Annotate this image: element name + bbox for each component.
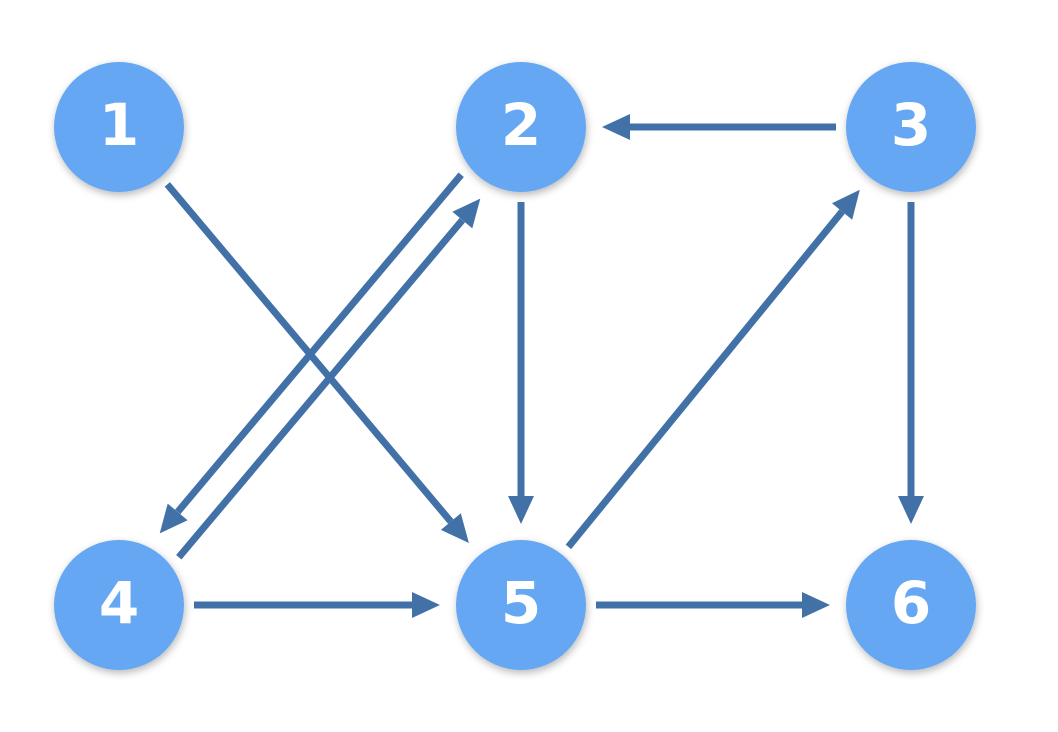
arrowhead — [452, 198, 481, 229]
arrowhead — [412, 592, 440, 618]
arrowhead — [159, 503, 188, 534]
node-2: 2 — [456, 62, 586, 192]
node-5: 5 — [456, 540, 586, 670]
node-label: 6 — [891, 569, 931, 637]
node-circle — [846, 62, 976, 192]
node-4: 4 — [54, 540, 184, 670]
node-label: 1 — [99, 91, 139, 159]
edge-5-to-6 — [596, 592, 830, 618]
edge-2-to-4 — [159, 172, 464, 534]
arrowhead — [802, 592, 830, 618]
node-circle — [456, 540, 586, 670]
arrowhead — [602, 114, 630, 140]
node-circle — [54, 540, 184, 670]
node-1: 1 — [54, 62, 184, 192]
edge-3-to-6 — [898, 202, 924, 524]
edge-line — [176, 217, 465, 560]
node-6: 6 — [846, 540, 976, 670]
node-circle — [456, 62, 586, 192]
node-label: 4 — [99, 569, 139, 637]
edge-5-to-3 — [565, 189, 860, 550]
edge-4-to-5 — [194, 592, 440, 618]
edge-4-to-2 — [176, 198, 481, 560]
edge-line — [175, 172, 464, 515]
edge-line — [565, 209, 845, 550]
nodes-layer: 1 2 3 4 5 6 — [54, 62, 976, 670]
edge-2-to-5 — [508, 202, 534, 524]
edges-layer — [159, 114, 924, 618]
arrowhead — [832, 189, 860, 220]
edge-3-to-2 — [602, 114, 836, 140]
node-label: 5 — [501, 569, 541, 637]
arrowhead — [508, 496, 534, 524]
node-label: 2 — [501, 91, 541, 159]
arrowhead — [898, 496, 924, 524]
node-label: 3 — [891, 91, 931, 159]
edge-1-to-5 — [164, 182, 469, 543]
node-3: 3 — [846, 62, 976, 192]
arrowhead — [440, 513, 469, 543]
node-circle — [846, 540, 976, 670]
node-circle — [54, 62, 184, 192]
